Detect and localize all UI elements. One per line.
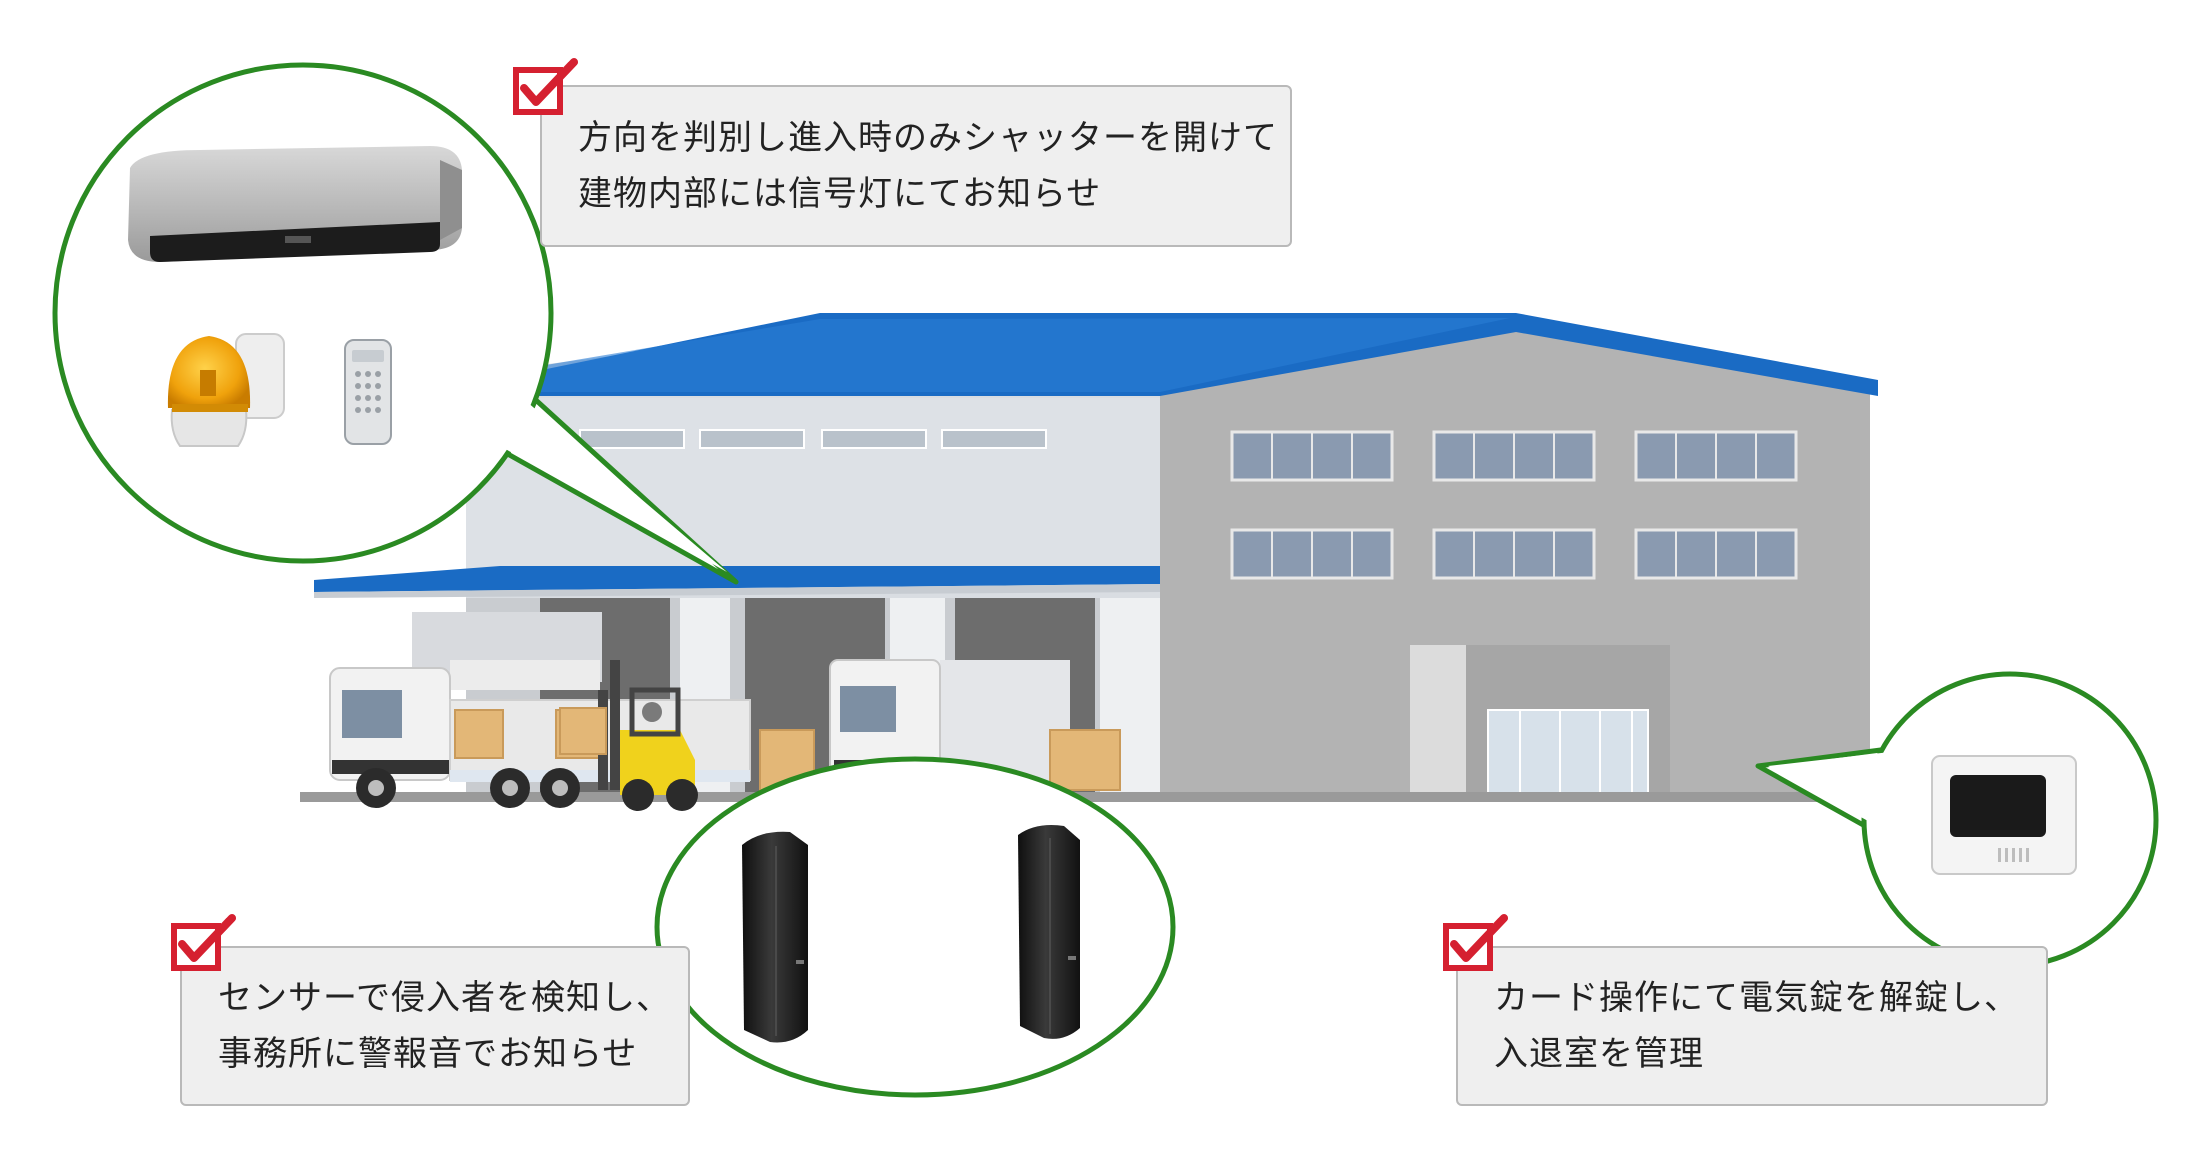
check-box-icon — [514, 62, 578, 115]
access-callout: カード操作にて電気錠を解錠し、 入退室を管理 — [1456, 946, 2048, 1106]
canopy — [314, 566, 1160, 592]
sensor-callout-line-2: 事務所に警報音でお知らせ — [218, 1034, 638, 1074]
card-reader-icon — [1931, 755, 2077, 875]
shutter-device-bubble — [52, 62, 739, 585]
rotating-warning-light-icon — [167, 333, 285, 447]
check-box-icon — [172, 918, 236, 971]
shutter-callout-line-1: 方向を判別し進入時のみシャッターを開けて — [578, 118, 1278, 158]
beam-sensor-bubble — [654, 756, 1176, 1098]
shutter-callout-line-2: 建物内部には信号灯にてお知らせ — [578, 174, 1102, 214]
infrared-beam-sensor-icon — [1018, 825, 1080, 1039]
shutter-callout: 方向を判別し進入時のみシャッターを開けて 建物内部には信号灯にてお知らせ — [540, 85, 1292, 247]
card-reader-bubble — [1755, 671, 2159, 969]
sensor-callout: センサーで侵入者を検知し、 事務所に警報音でお知らせ — [180, 946, 690, 1106]
access-callout-line-2: 入退室を管理 — [1494, 1034, 1704, 1074]
access-callout-line-1: カード操作にて電気錠を解錠し、 — [1494, 978, 2019, 1018]
infrared-beam-sensor-icon — [742, 831, 808, 1043]
check-box-icon — [1444, 918, 1508, 971]
glass-entrance — [1487, 709, 1649, 801]
direction-sensor-icon — [128, 146, 462, 262]
forklift — [559, 660, 698, 811]
remote-control-icon — [344, 339, 392, 445]
sensor-callout-line-1: センサーで侵入者を検知し、 — [218, 978, 671, 1018]
